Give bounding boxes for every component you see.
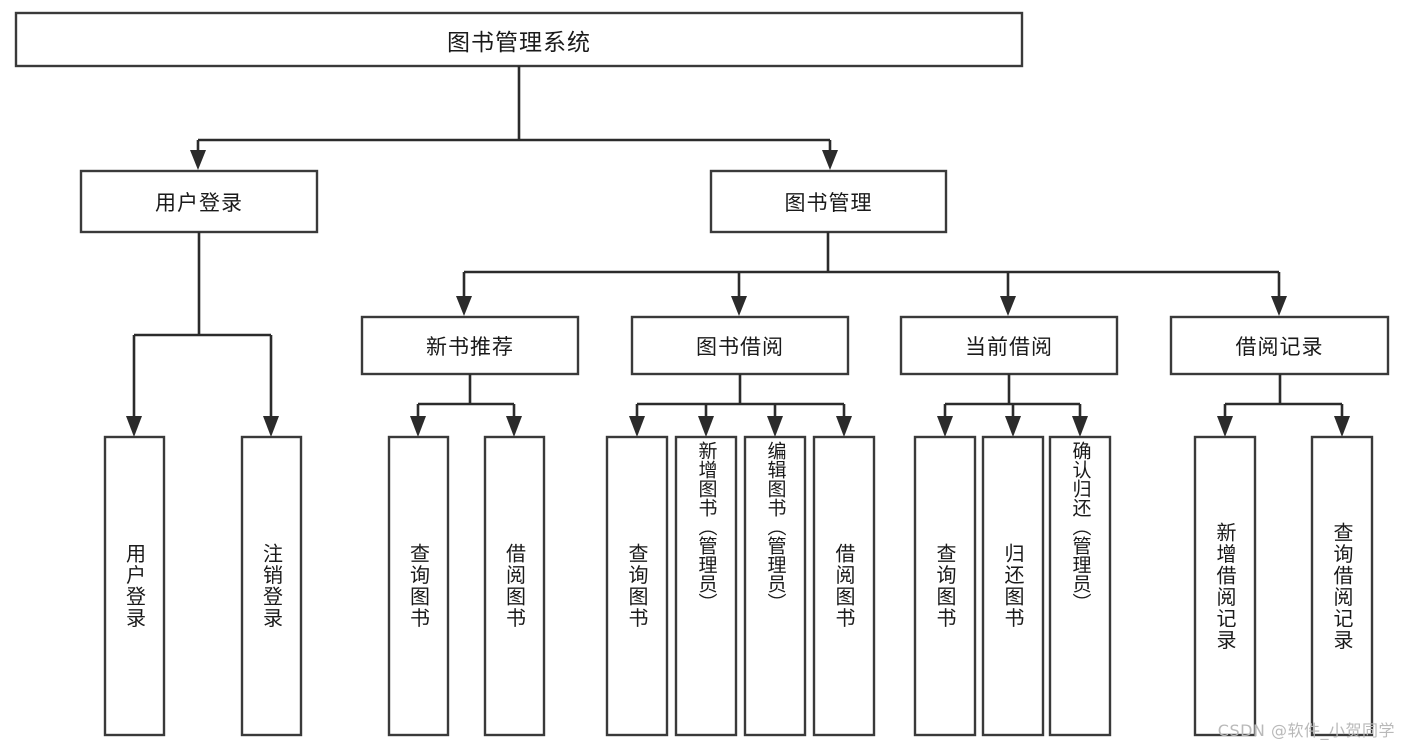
leaf-box-book-borrow-3[interactable] bbox=[743, 435, 807, 737]
arrowhead-br-child-2 bbox=[1334, 416, 1350, 437]
arrowhead-bb-child-1 bbox=[629, 416, 645, 437]
leaf-box-book-borrow-4[interactable] bbox=[812, 435, 876, 737]
arrowhead-cb-child-2 bbox=[1005, 416, 1021, 437]
arrowhead-to-book-borrow bbox=[731, 296, 747, 316]
arrowhead-to-new-book-recommend bbox=[456, 296, 472, 316]
node-book-management[interactable] bbox=[709, 169, 948, 234]
arrowhead-to-borrow-record bbox=[1271, 296, 1287, 316]
leaf-box-borrow-record-2[interactable] bbox=[1310, 435, 1374, 737]
arrowhead-bb-child-2 bbox=[698, 416, 714, 437]
leaf-box-new-book-recommend-2[interactable] bbox=[483, 435, 546, 737]
arrowhead-nbr-child-1 bbox=[410, 416, 426, 437]
leaf-box-user-login-1[interactable] bbox=[103, 435, 166, 737]
node-borrow-record[interactable] bbox=[1169, 315, 1390, 376]
arrowhead-nbr-child-2 bbox=[506, 416, 522, 437]
leaf-box-current-borrow-3[interactable] bbox=[1048, 435, 1112, 737]
arrowhead-bb-child-4 bbox=[836, 416, 852, 437]
arrowhead-to-user-login bbox=[190, 150, 206, 170]
arrowhead-user-login-child-1 bbox=[126, 416, 142, 437]
leaf-box-borrow-record-1[interactable] bbox=[1193, 435, 1257, 737]
arrowhead-cb-child-3 bbox=[1072, 416, 1088, 437]
leaf-box-book-borrow-2[interactable] bbox=[674, 435, 738, 737]
node-current-borrow[interactable] bbox=[899, 315, 1119, 376]
leaf-box-current-borrow-1[interactable] bbox=[913, 435, 977, 737]
arrowhead-user-login-child-2 bbox=[263, 416, 279, 437]
arrowhead-cb-child-1 bbox=[937, 416, 953, 437]
arrowhead-to-book-management bbox=[822, 150, 838, 170]
leaf-box-current-borrow-2[interactable] bbox=[981, 435, 1045, 737]
arrowhead-to-current-borrow bbox=[1000, 296, 1016, 316]
node-root-book-management-system[interactable] bbox=[14, 11, 1024, 68]
arrowhead-br-child-1 bbox=[1217, 416, 1233, 437]
node-new-book-recommend[interactable] bbox=[360, 315, 580, 376]
leaf-box-new-book-recommend-1[interactable] bbox=[387, 435, 450, 737]
arrowhead-bb-child-3 bbox=[767, 416, 783, 437]
leaf-box-book-borrow-1[interactable] bbox=[605, 435, 669, 737]
leaf-box-user-login-2[interactable] bbox=[240, 435, 303, 737]
node-book-borrow[interactable] bbox=[630, 315, 850, 376]
node-user-login[interactable] bbox=[79, 169, 319, 234]
